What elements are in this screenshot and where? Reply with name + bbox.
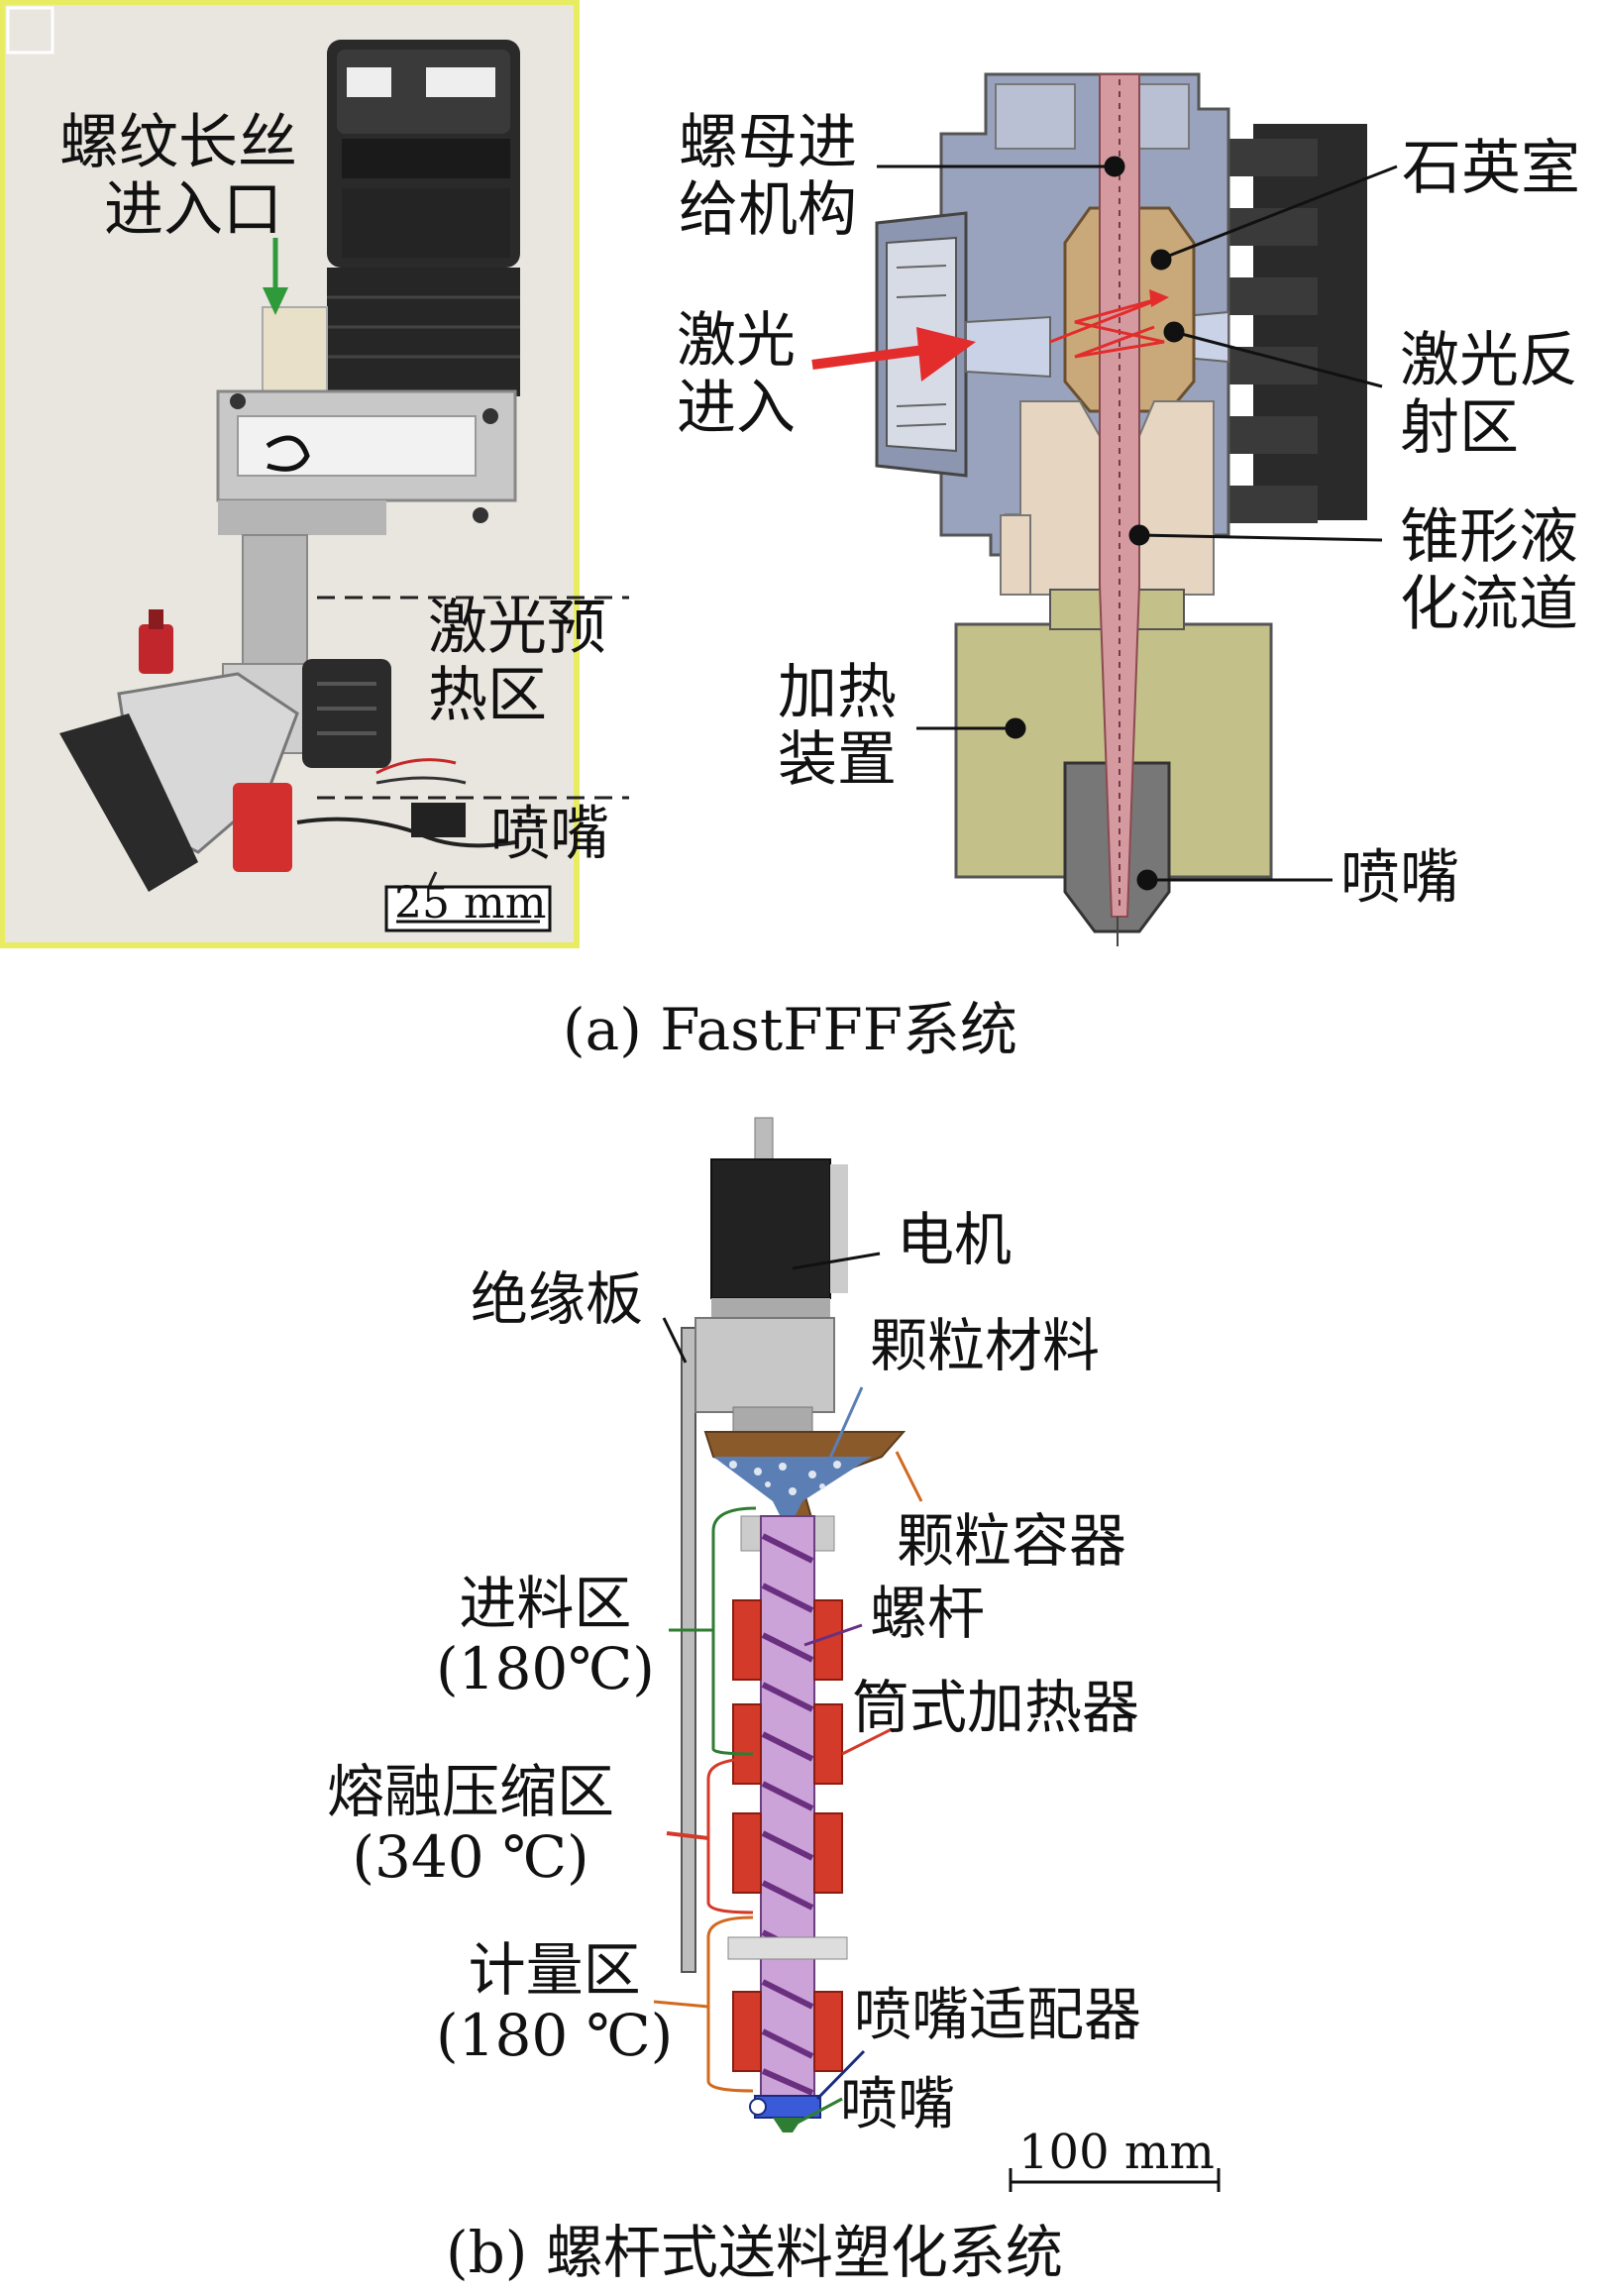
label-meter-zone: 计量区 (180 ℃) [436,1937,673,2068]
mount-bracket [694,1317,835,1413]
label-nut-feed-l2: 给机构 [679,175,857,245]
label-tapered-channel-l1: 锥形液 [1400,502,1578,572]
motor-icon [710,1158,848,1318]
label-insulation-plate: 绝缘板 [471,1265,644,1333]
label-tapered-channel-l2: 化流道 [1400,570,1578,639]
label-cartridge-heater: 筒式加热器 [852,1674,1140,1741]
label-laser-entry: 激光 进入 [677,307,796,442]
label-nut-feed-l1: 螺母进 [679,108,857,177]
extruder-nozzle [773,2118,802,2132]
label-filament-entry-l2: 进入口 [104,175,282,245]
label-heating-device-l1: 加热 [778,658,897,727]
melt-zone-bracket [706,1757,754,1914]
heat-break-tube [242,534,308,675]
label-meter-zone-name: 计量区 [468,1936,641,2004]
label-laser-entry-l2: 进入 [677,374,796,443]
label-tapered-channel: 锥形液 化流道 [1400,503,1578,638]
screw-flights [761,1533,814,2096]
filament-entry-arrowhead [263,287,288,315]
label-melt-zone: 熔融压缩区 (340 ℃) [327,1759,614,1890]
cartridge-heaters [732,1599,843,2072]
caption-a: (a) FastFFF系统 [563,996,1017,1063]
label-reflection-zone: 激光反 射区 [1400,327,1578,462]
label-pellet-material: 颗粒材料 [870,1312,1101,1379]
label-nozzle-adapter: 喷嘴适配器 [854,1981,1142,2048]
label-laser-preheat: 激光预 热区 [428,595,606,729]
laser-port-section [875,211,1229,478]
insulation-plate [681,1327,696,1973]
label-feed-zone-name: 进料区 [459,1570,632,1637]
label-motor: 电机 [897,1206,1013,1273]
section-leader-lines [877,156,1398,891]
label-screw: 螺杆 [870,1580,986,1647]
label-extruder-nozzle: 喷嘴 [840,2070,956,2137]
scale-bar-label-b: 100 mm [1018,2125,1215,2180]
label-laser-preheat-l1: 激光预 [428,594,606,663]
laser-assembly [59,609,516,923]
laser-reflection-zigzag [1049,295,1165,359]
label-filament-entry: 螺纹长丝 进入口 [59,109,297,244]
motor-shaft [754,1117,774,1160]
label-laser-preheat-l2: 热区 [428,661,547,730]
aluminium-frame [216,389,517,535]
feed-zone-bracket [711,1506,757,1756]
label-filament-entry-l1: 螺纹长丝 [59,108,297,177]
label-laser-entry-l1: 激光 [677,306,796,376]
label-feed-zone-temp: (180℃) [436,1635,655,1702]
label-photo-nozzle: 喷嘴 [490,800,609,869]
label-nut-feed: 螺母进 给机构 [679,109,857,244]
scale-bar-label-a: 25 mm [394,878,547,929]
laser-reflection-tip [1149,289,1169,307]
extruder-leader-lines [662,1252,923,2125]
label-reflection-zone-l1: 激光反 [1400,326,1578,395]
stepper-motor-icon [327,40,520,396]
label-section-nozzle: 喷嘴 [1340,843,1459,913]
pellet-dots [729,1461,841,1495]
label-heating-device: 加热 装置 [778,659,897,794]
scale-bar-box-a [384,885,552,932]
label-reflection-zone-l2: 射区 [1400,393,1519,463]
label-melt-zone-name: 熔融压缩区 [327,1758,615,1825]
label-quartz-chamber: 石英室 [1402,134,1580,203]
laser-entry-arrow [811,344,932,370]
label-heating-device-l2: 装置 [778,725,897,795]
label-pellet-container: 颗粒容器 [897,1507,1127,1575]
laser-entry-arrowhead [916,327,976,382]
meter-zone-bracket [706,1915,754,2093]
nozzle-holder-section [1000,400,1215,596]
nozzle-adapter-ring [749,2098,767,2116]
photo-corner-mark [6,6,54,55]
label-meter-zone-temp: (180 ℃) [436,2002,674,2069]
label-melt-zone-temp: (340 ℃) [352,1823,589,1891]
caption-b: (b) 螺杆式送料塑化系统 [446,2219,1063,2286]
label-feed-zone: 进料区 (180℃) [436,1571,655,1701]
